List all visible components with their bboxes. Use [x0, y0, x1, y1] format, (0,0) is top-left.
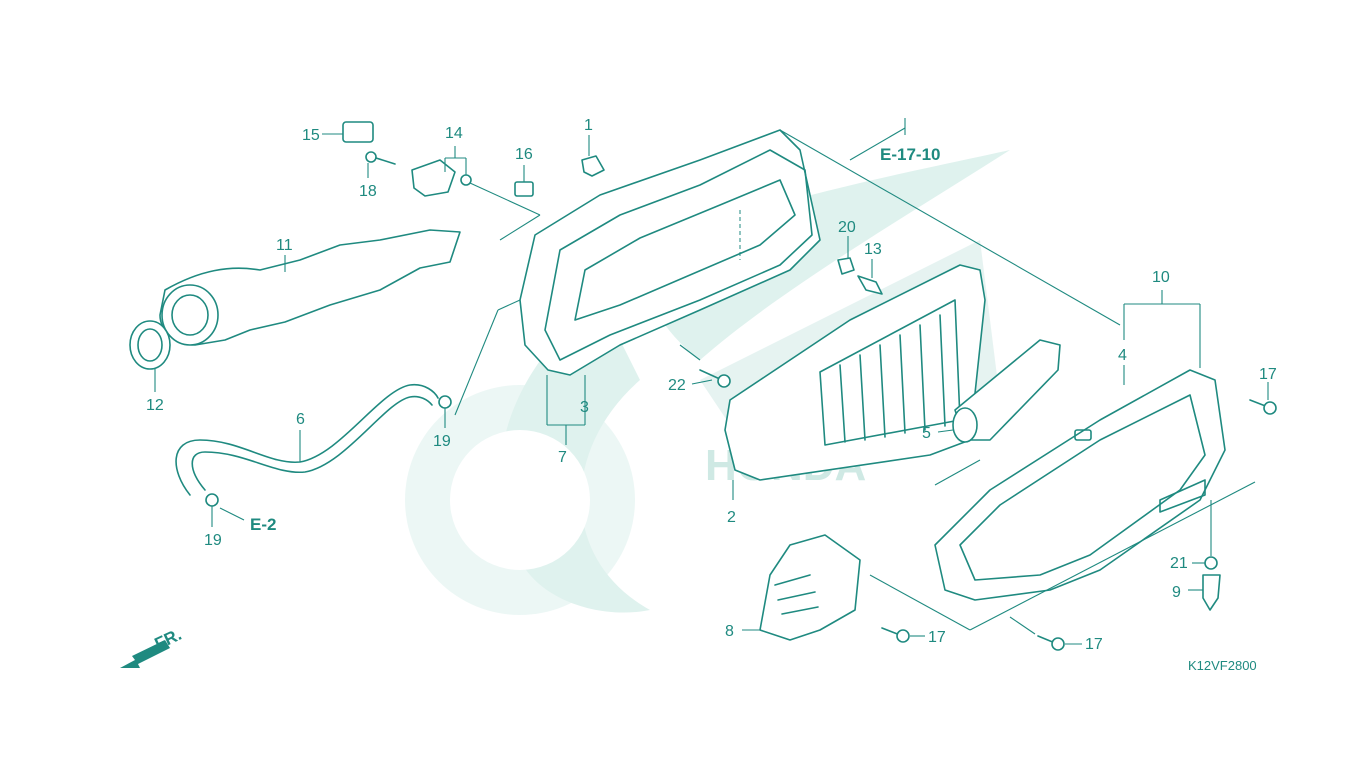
- part-1-grommet: 1: [581, 117, 605, 177]
- svg-text:16: 16: [515, 146, 533, 163]
- part-9-drain-tube: 9: [1172, 500, 1221, 611]
- svg-text:1: 1: [584, 117, 593, 134]
- part-21-clip: 21: [1170, 555, 1218, 572]
- svg-text:12: 12: [146, 397, 164, 414]
- svg-text:9: 9: [1172, 584, 1181, 601]
- svg-text:22: 22: [668, 377, 686, 394]
- svg-text:21: 21: [1170, 555, 1188, 572]
- part-14-sensor: 14: [411, 125, 541, 216]
- svg-text:3: 3: [580, 399, 589, 416]
- svg-text:19: 19: [204, 532, 222, 549]
- part-11-intake-duct: 11: [159, 229, 461, 346]
- svg-text:4: 4: [1118, 347, 1127, 364]
- part-3-air-cleaner-case: 3 7: [519, 129, 821, 466]
- part-17-screw-a: 17: [1249, 366, 1277, 415]
- front-arrow-icon: FR.: [120, 625, 185, 668]
- svg-text:15: 15: [302, 127, 320, 144]
- part-17-screw-b: 17: [881, 627, 946, 646]
- part-17-screw-c: 17: [1037, 635, 1103, 653]
- part-12-band: 12: [129, 320, 171, 414]
- part-13-drain-plug: 13: [857, 241, 883, 295]
- svg-text:17: 17: [1085, 636, 1103, 653]
- svg-text:20: 20: [838, 219, 856, 236]
- svg-text:10: 10: [1152, 269, 1170, 286]
- svg-text:2: 2: [727, 509, 736, 526]
- part-2-air-element: 2: [724, 264, 986, 526]
- svg-text:13: 13: [864, 241, 882, 258]
- part-18-screw: 18: [359, 151, 396, 200]
- svg-text:5: 5: [922, 425, 931, 442]
- svg-text:7: 7: [558, 449, 567, 466]
- svg-text:E-2: E-2: [250, 515, 276, 534]
- svg-text:17: 17: [928, 629, 946, 646]
- part-15-connector: 15: [302, 121, 374, 144]
- svg-text:11: 11: [276, 237, 293, 254]
- part-8-duct-cover: 8: [725, 534, 861, 641]
- svg-text:8: 8: [725, 623, 734, 640]
- part-22-bolt: 22: [668, 369, 731, 394]
- assembly-lines: [499, 118, 1256, 635]
- svg-text:17: 17: [1259, 366, 1277, 383]
- svg-text:18: 18: [359, 183, 377, 200]
- svg-text:19: 19: [433, 433, 451, 450]
- reference-e-17-10: E-17-10: [880, 145, 940, 164]
- svg-text:6: 6: [296, 411, 305, 428]
- svg-text:14: 14: [445, 125, 463, 142]
- part-5-funnel: 5: [922, 339, 1061, 443]
- part-19-clip-a: 19: [433, 299, 521, 450]
- part-6-breather-tube: 6: [175, 383, 439, 496]
- honda-watermark: HONDA: [405, 150, 1010, 615]
- part-16-clip: 16: [514, 146, 534, 197]
- diagram-code: K12VF2800: [1188, 658, 1257, 673]
- part-4-air-cleaner-cover: 10 4: [934, 269, 1226, 601]
- part-20-clamp: 20: [837, 219, 856, 275]
- part-19-clip-b: 19 E-2: [204, 493, 276, 549]
